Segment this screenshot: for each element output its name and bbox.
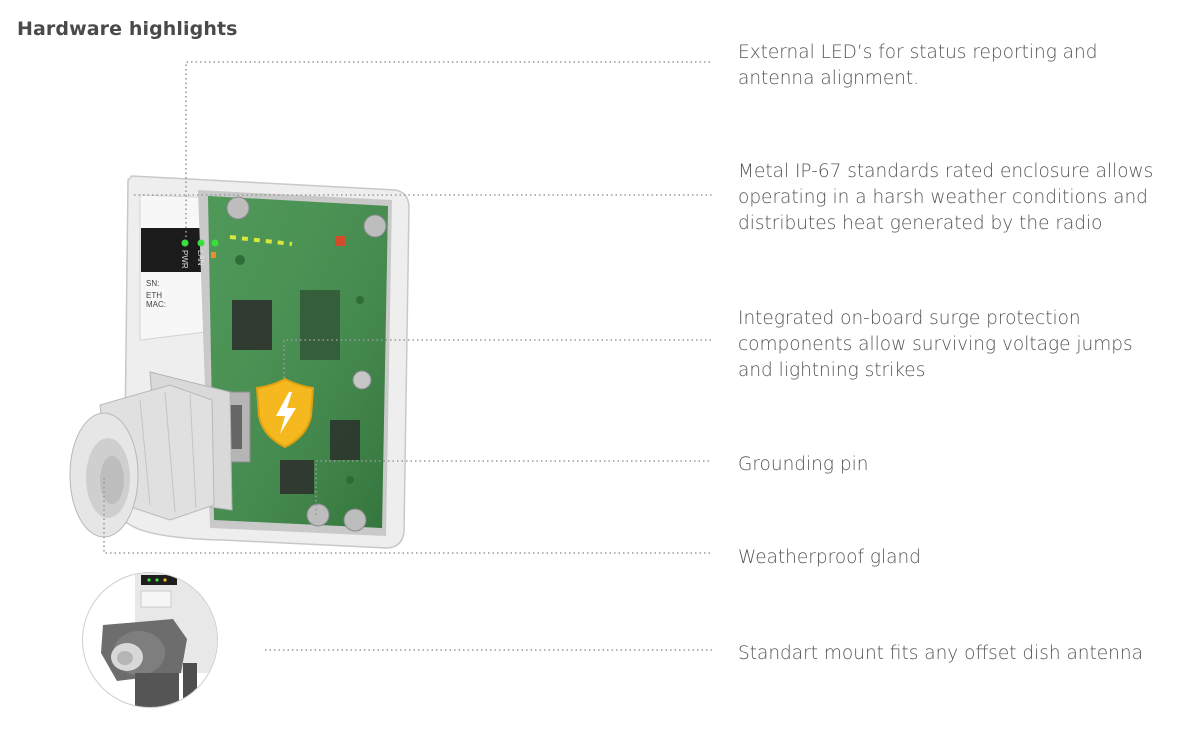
page-title: Hardware highlights (17, 18, 238, 40)
sn-label: SN: (146, 279, 159, 288)
feature-enclosure: Metal IP-67 standards rated enclosure al… (738, 161, 1154, 234)
lan-led (197, 239, 205, 247)
pwr-led (181, 239, 189, 247)
feature-gland: Weatherproof gland (738, 547, 921, 568)
cable-gland (69, 371, 233, 538)
feature-surge: Integrated on-board surge protection com… (738, 308, 1133, 381)
lan-label: LAN (196, 250, 205, 266)
leader-grounding (315, 460, 712, 515)
feature-grounding: Grounding pin (738, 454, 869, 475)
eth-label: ETH (146, 291, 162, 300)
mount-inset (82, 572, 218, 708)
leader-lines (103, 61, 712, 651)
pwr-label: PWR (180, 250, 189, 269)
feature-mount: Standart mount fits any offset dish ante… (738, 643, 1143, 664)
mac-label: MAC: (146, 300, 166, 309)
lightning-shield-icon (252, 376, 318, 450)
signal-led (211, 239, 219, 247)
feature-leds: External LED’s for status reporting and … (738, 42, 1098, 89)
pcb-board (208, 196, 388, 532)
